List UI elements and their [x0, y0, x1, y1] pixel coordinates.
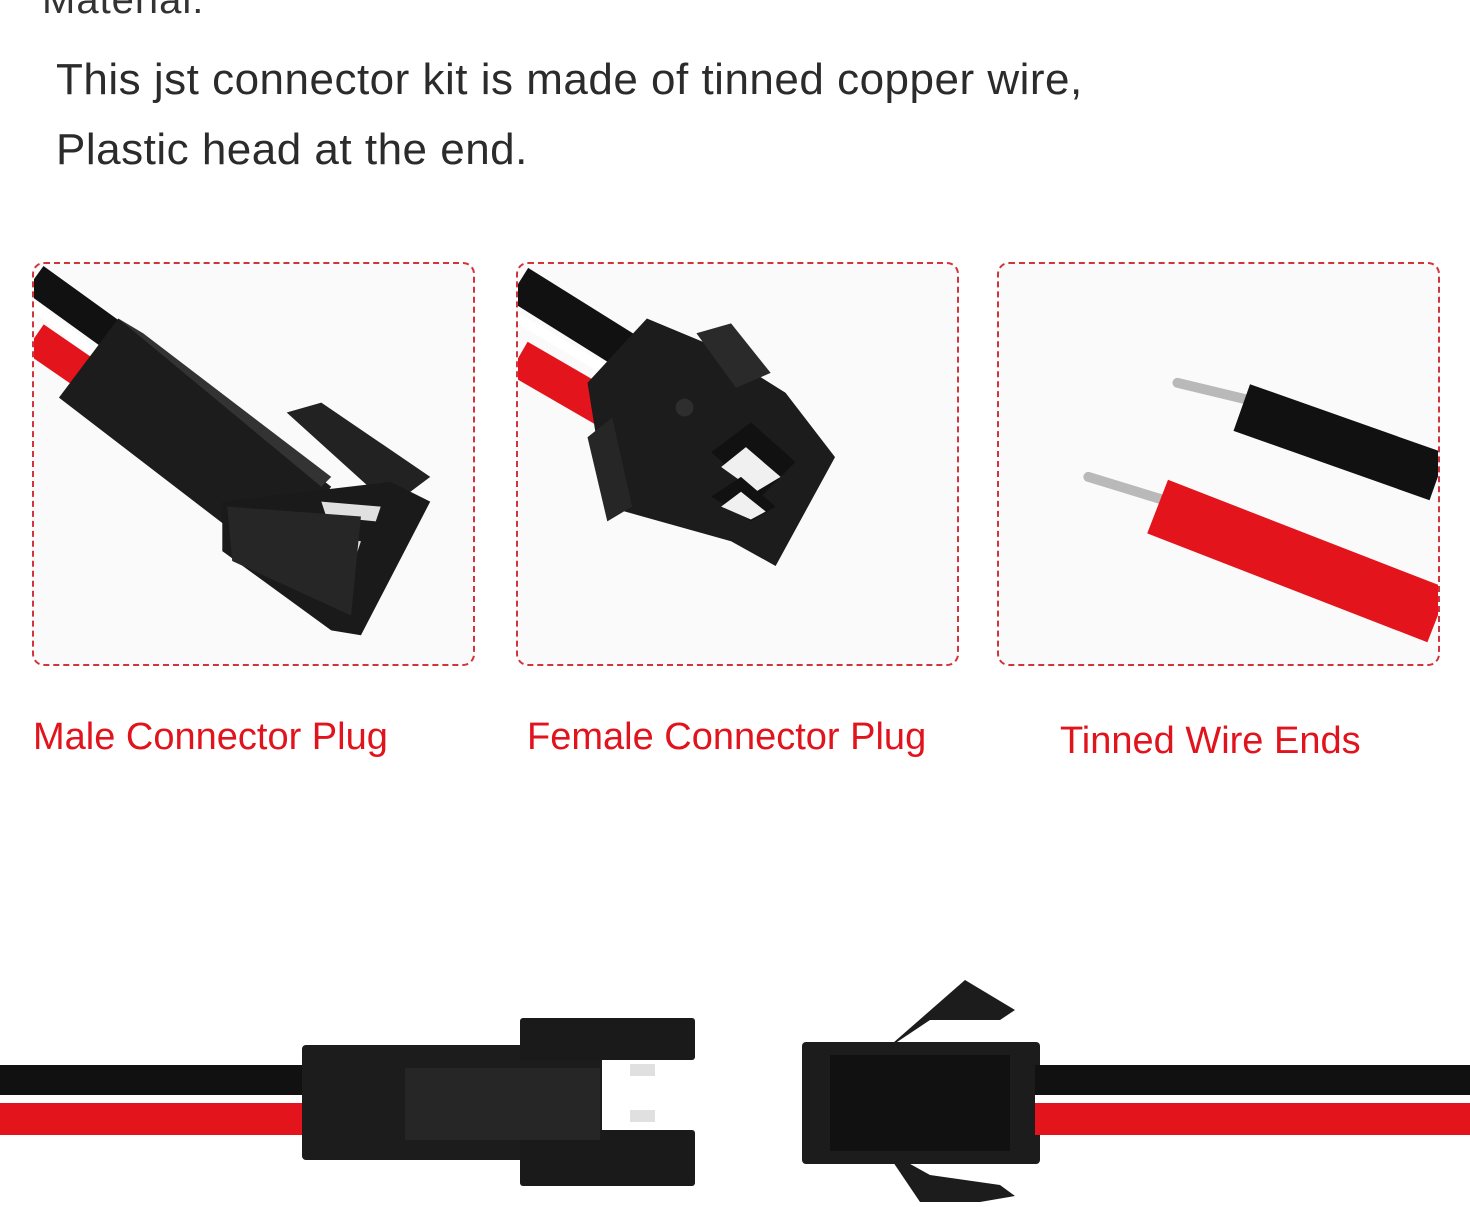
heading-material: Material:	[42, 0, 205, 22]
caption-female-connector: Female Connector Plug	[527, 716, 927, 758]
connector-pair-icon	[0, 980, 1470, 1202]
caption-male-connector: Male Connector Plug	[33, 716, 388, 758]
male-connector-icon	[34, 266, 431, 636]
description-line-1: This jst connector kit is made of tinned…	[56, 55, 1083, 104]
caption-tinned-wire-ends: Tinned Wire Ends	[1060, 720, 1361, 762]
male-connector-panel	[32, 262, 475, 666]
female-connector-icon	[518, 267, 836, 566]
tinned-wire-ends-icon	[1083, 377, 1438, 643]
description-line-2: Plastic head at the end.	[56, 125, 528, 174]
female-connector-panel	[516, 262, 959, 666]
tinned-wire-panel	[997, 262, 1440, 666]
connector-pair-photo	[0, 960, 1470, 1202]
